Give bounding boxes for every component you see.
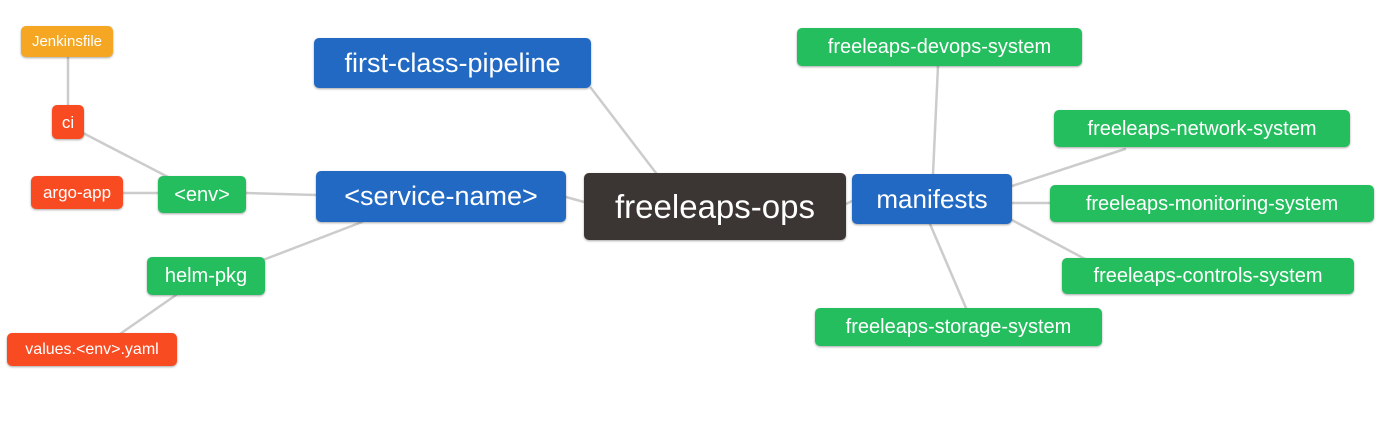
edge-first-class-pipeline-freeleaps-ops: [589, 86, 658, 175]
node-manifests[interactable]: manifests: [852, 174, 1012, 224]
node-argo-app[interactable]: argo-app: [31, 176, 123, 209]
node-jenkinsfile[interactable]: Jenkinsfile: [21, 26, 113, 57]
edge-manifests-devops-system: [931, 64, 940, 176]
edge-ci-env: [81, 131, 170, 179]
node-ci[interactable]: ci: [52, 105, 84, 139]
node-helm-pkg[interactable]: helm-pkg: [147, 257, 265, 295]
node-freeleaps-controls-system[interactable]: freeleaps-controls-system: [1062, 258, 1354, 294]
node-first-class-pipeline[interactable]: first-class-pipeline: [314, 38, 591, 88]
node-freeleaps-storage-system[interactable]: freeleaps-storage-system: [815, 308, 1102, 346]
edge-helm-pkg-service-name: [261, 220, 364, 262]
node-freeleaps-ops[interactable]: freeleaps-ops: [584, 173, 846, 240]
node-service-name[interactable]: <service-name>: [316, 171, 566, 222]
node-freeleaps-network-system[interactable]: freeleaps-network-system: [1054, 110, 1350, 147]
edge-manifests-controls-system: [1008, 217, 1087, 261]
edge-env-service-name: [244, 191, 318, 197]
edge-manifests-storage-system: [928, 222, 968, 310]
node-freeleaps-devops-system[interactable]: freeleaps-devops-system: [797, 28, 1082, 66]
node-freeleaps-monitoring-system[interactable]: freeleaps-monitoring-system: [1050, 185, 1374, 222]
edge-manifests-network-system: [1010, 147, 1127, 188]
node-values-env-yaml[interactable]: values.<env>.yaml: [7, 333, 177, 366]
edge-values-yaml-helm-pkg: [118, 293, 178, 336]
node-env[interactable]: <env>: [158, 176, 246, 213]
edge-service-name-freeleaps-ops: [564, 195, 586, 204]
